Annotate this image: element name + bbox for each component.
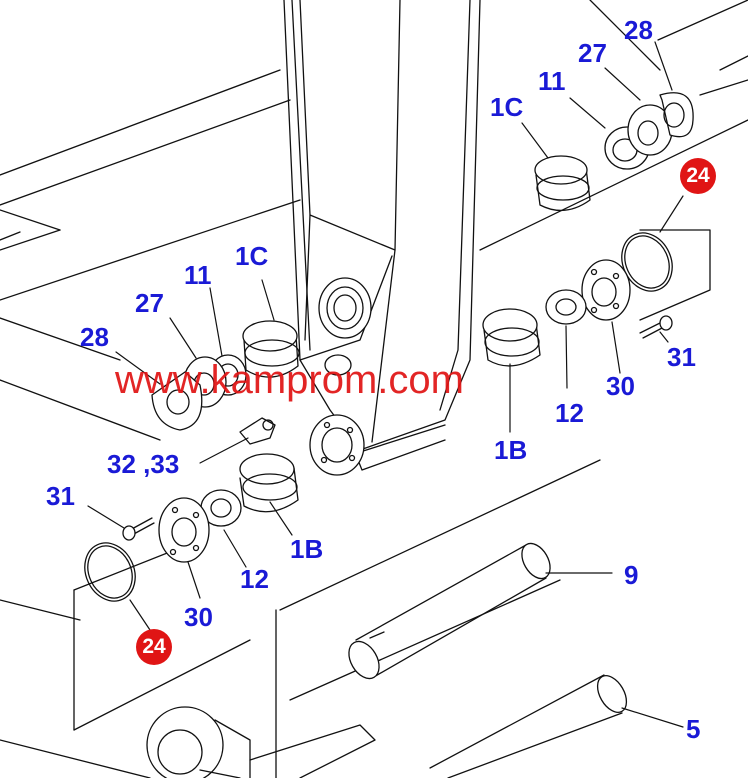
flange-center xyxy=(309,414,365,476)
callout-1c-top: 1C xyxy=(490,92,524,122)
bushing-1b-right xyxy=(482,308,541,367)
callout-12-left: 12 xyxy=(240,564,269,594)
bolt-31-left xyxy=(122,517,155,541)
callout-30-left: 30 xyxy=(184,602,213,632)
bushing-1b-left xyxy=(239,453,299,513)
o-ring-left xyxy=(84,542,136,602)
washers-top xyxy=(604,92,694,170)
flange-30-right xyxy=(581,259,631,321)
grease-fitting xyxy=(239,417,276,445)
callout-1b-left: 1B xyxy=(290,534,324,564)
pin-5 xyxy=(429,674,628,778)
callout-31-left: 31 xyxy=(46,481,75,511)
callout-32-33: 32 ,33 xyxy=(107,449,180,479)
callout-1c-mid: 1C xyxy=(235,241,269,271)
callout-1b-right: 1B xyxy=(494,435,528,465)
callout-31-right: 31 xyxy=(667,342,696,372)
callout-9: 9 xyxy=(624,560,639,590)
bolt-31-right xyxy=(639,315,673,339)
callout-24-bottom-badge: 24 xyxy=(136,629,172,665)
flange-30-left xyxy=(158,497,210,563)
boom-boss xyxy=(318,277,372,376)
callout-12-right: 12 xyxy=(555,398,584,428)
callout-28-mid: 28 xyxy=(80,322,109,352)
callout-11-top: 11 xyxy=(538,66,566,96)
callout-27-top: 27 xyxy=(578,38,607,68)
bottom-boss xyxy=(146,706,376,778)
pin-9 xyxy=(348,542,551,680)
bushing-1c-top xyxy=(534,155,591,212)
callout-24-top-badge: 24 xyxy=(680,158,716,194)
bushing-1c-mid xyxy=(242,320,300,378)
callout-30-right: 30 xyxy=(606,371,635,401)
callout-27-mid: 27 xyxy=(135,288,164,318)
leader-lines xyxy=(87,41,684,728)
callout-11-mid: 11 xyxy=(184,260,212,290)
callout-5: 5 xyxy=(686,714,701,744)
callout-28-top: 28 xyxy=(624,15,653,45)
washer-12-right xyxy=(545,289,587,325)
watermark-text: www.kamprom.com xyxy=(115,358,464,402)
washers-mid xyxy=(151,354,247,431)
